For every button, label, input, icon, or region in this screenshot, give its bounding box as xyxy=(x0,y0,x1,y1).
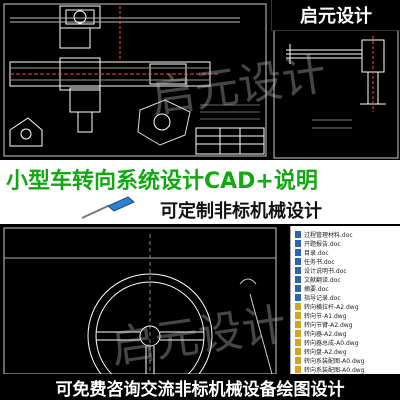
file-list-item[interactable]: 目录.doc xyxy=(295,248,399,257)
bottom-banner: 可免费咨询交流非标机械设备绘图设计 xyxy=(0,374,400,400)
word-doc-icon xyxy=(295,258,301,265)
file-list-item[interactable]: 转向系装配图-A0.dwg xyxy=(295,365,399,374)
file-name-label: 转向器总成-A0.dwg xyxy=(304,340,359,347)
cad-assembly-svg xyxy=(3,3,267,157)
file-list-item[interactable]: 转向器总成-A0.dwg xyxy=(295,338,399,347)
word-doc-icon xyxy=(295,267,301,274)
dwg-file-icon xyxy=(295,366,301,373)
file-name-label: 转向横拉杆-A2.dwg xyxy=(304,304,359,311)
file-list-item[interactable]: 转向节-A1.dwg xyxy=(295,311,399,320)
file-name-label: 转向系装配图-A0.dwg xyxy=(304,367,365,374)
dwg-file-icon xyxy=(295,339,301,346)
cad-steering-wheel-svg xyxy=(3,227,277,399)
file-name-label: 过程管理材料.doc xyxy=(304,232,353,239)
dwg-file-icon xyxy=(295,348,301,355)
file-list-item[interactable]: 转向节臂-A2.dwg xyxy=(295,320,399,329)
dwg-file-icon xyxy=(295,357,301,364)
file-name-label: 文献翻译.doc xyxy=(304,277,341,284)
file-list-item[interactable]: 开题报告.doc xyxy=(295,239,399,248)
brand-badge: 启元设计 xyxy=(271,0,400,31)
file-list-panel: 过程管理材料.doc 开题报告.doc 目录.doc 任务书.doc 设计说明书.doc… xyxy=(290,226,400,374)
file-list-item[interactable]: 设计说明书.doc xyxy=(295,266,399,275)
dwg-file-icon xyxy=(295,321,301,328)
file-list-item[interactable]: 摘要.doc xyxy=(295,284,399,293)
word-doc-icon xyxy=(295,285,301,292)
page-subtitle: 可定制非标机械设计 xyxy=(160,201,322,222)
file-list-item[interactable]: 任务书.doc xyxy=(295,257,399,266)
file-name-label: 转向器-A2.dwg xyxy=(304,331,347,338)
file-list-item[interactable]: 转向器-A2.dwg xyxy=(295,329,399,338)
file-list-item[interactable]: 转向系装配图-A0.dwg xyxy=(295,356,399,365)
cad-drawing-assembly xyxy=(0,0,270,160)
file-name-label: 开题报告.doc xyxy=(304,241,341,248)
file-list-item[interactable]: 过程管理材料.doc xyxy=(295,230,399,239)
file-name-label: 目录.doc xyxy=(304,250,329,257)
page-title: 小型车转向系统设计CAD+说明 xyxy=(6,169,318,194)
dwg-file-icon xyxy=(295,303,301,310)
title-band xyxy=(0,160,400,224)
file-name-label: 任务书.doc xyxy=(304,259,335,266)
dwg-file-icon xyxy=(295,312,301,319)
dwg-file-icon xyxy=(295,330,301,337)
file-name-label: 转向盘-A2.dwg xyxy=(304,349,347,356)
file-name-label: 转向系装配图-A0.dwg xyxy=(304,358,365,365)
file-name-label: 摘要.doc xyxy=(304,286,329,293)
file-name-label: 设计说明书.doc xyxy=(304,268,347,275)
file-list-item[interactable]: 转向横拉杆-A2.dwg xyxy=(295,302,399,311)
word-doc-icon xyxy=(295,276,301,283)
file-name-label: 转向节臂-A2.dwg xyxy=(304,322,353,329)
file-name-label: 指导记录.doc xyxy=(304,295,341,302)
file-list-item[interactable]: 文献翻译.doc xyxy=(295,275,399,284)
word-doc-icon xyxy=(295,249,301,256)
file-list-item[interactable]: 转向盘-A2.dwg xyxy=(295,347,399,356)
cad-drawing-steering-wheel xyxy=(0,224,280,399)
file-name-label: 转向节-A1.dwg xyxy=(304,313,347,320)
word-doc-icon xyxy=(295,294,301,301)
screwdriver-icon xyxy=(78,194,138,222)
word-doc-icon xyxy=(295,240,301,247)
word-doc-icon xyxy=(295,231,301,238)
file-list-item[interactable]: 指导记录.doc xyxy=(295,293,399,302)
